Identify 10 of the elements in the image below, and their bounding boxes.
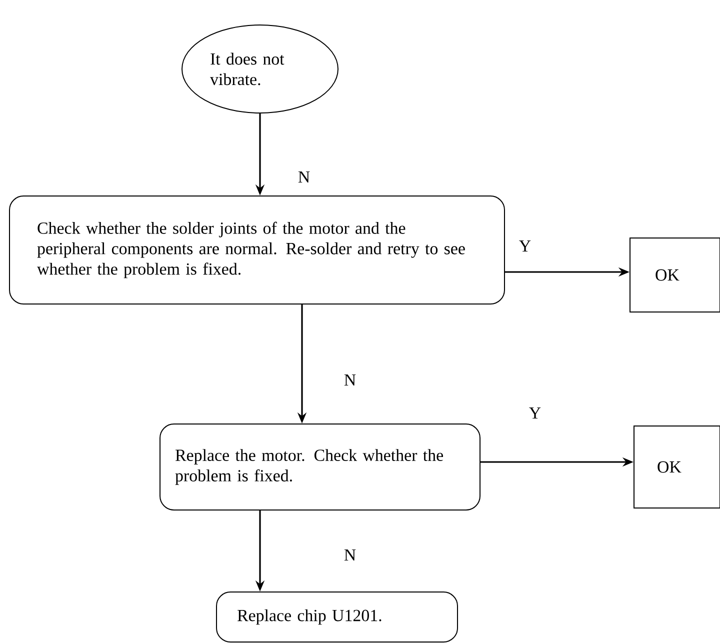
- edge-label: N: [344, 549, 356, 561]
- process-box: Replace chip U1201.: [216, 592, 458, 642]
- edge-label: Y: [519, 240, 531, 252]
- edge-label: N: [344, 374, 356, 386]
- process-box: Replace the motor. Check whether the problem is fixed.: [160, 424, 480, 510]
- edge-label: Y: [529, 407, 541, 419]
- result-box: OK: [634, 426, 720, 508]
- result-box: OK: [630, 238, 720, 312]
- edge-label: N: [298, 171, 310, 183]
- process-box: Check whether the solder joints of the motor and the peripheral components are normal. Re-solder and retry to see whether the problem is fixed.: [9, 196, 505, 304]
